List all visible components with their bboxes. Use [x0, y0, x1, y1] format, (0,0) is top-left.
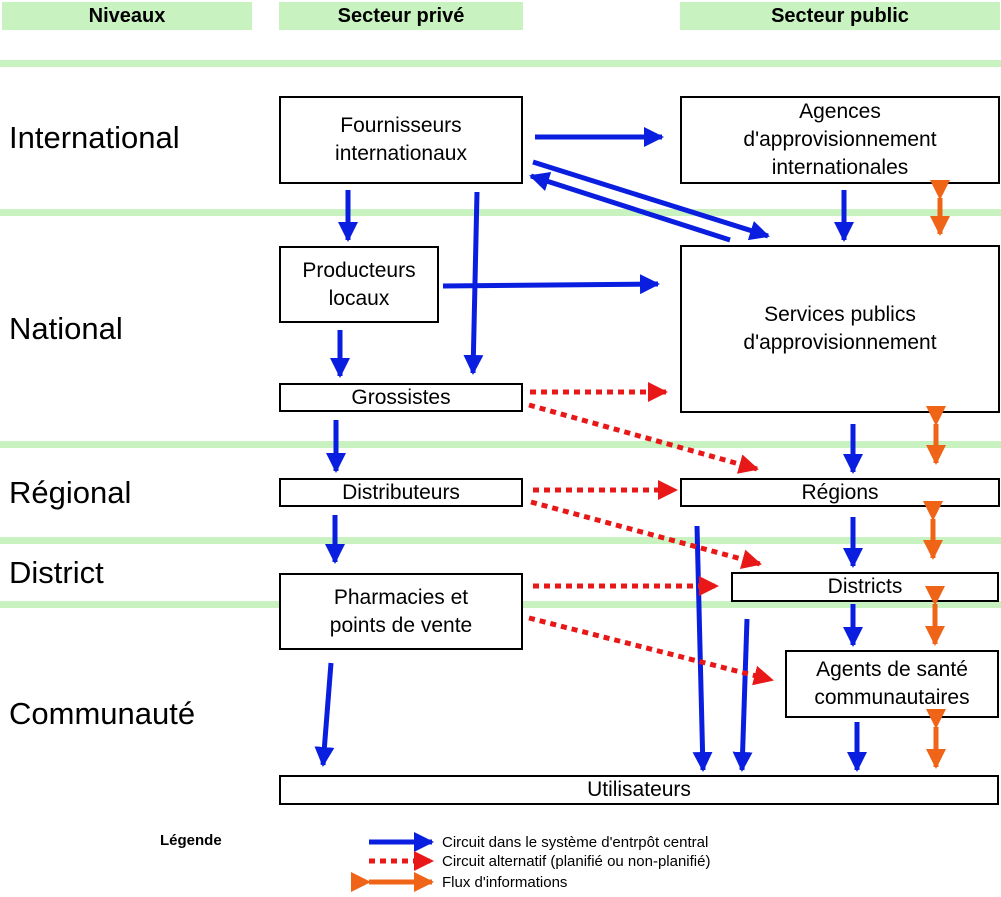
arrow-fournisseurs-to-services [532, 159, 770, 241]
header-public-sector: Secteur public [680, 2, 1000, 30]
arrow-districts-to-utilisateurs [732, 618, 753, 772]
box-pharmacies: Pharmacies et points de vente [279, 573, 523, 650]
box-grossistes: Grossistes [279, 383, 523, 412]
box-regions: Régions [680, 478, 1000, 507]
arrow-grossistes-to-regions [528, 402, 759, 474]
separator-band [0, 60, 1001, 67]
box-districts: Districts [731, 572, 999, 602]
arrow-services-to-fournisseurs [529, 171, 731, 243]
box-distributeurs: Distributeurs [279, 478, 523, 507]
box-agences-approvisionnement: Agences d'approvisionnement internationa… [680, 96, 1000, 184]
level-international: International [9, 120, 180, 155]
legend-item-informations: Flux d'informations [442, 874, 568, 891]
box-fournisseurs-internationaux: Fournisseurs internationaux [279, 96, 523, 184]
arrow-distributeurs-to-districts [530, 499, 762, 569]
header-levels: Niveaux [2, 2, 252, 30]
arrow-fournisseurs-to-grossistes [463, 191, 484, 375]
box-utilisateurs: Utilisateurs [279, 775, 999, 805]
box-services-publics: Services publics d'approvisionnement [680, 245, 1000, 413]
level-national: National [9, 311, 123, 346]
legend-title: Légende [160, 832, 222, 849]
level-district: District [9, 555, 104, 590]
header-private-sector: Secteur privé [279, 2, 523, 30]
legend-item-central: Circuit dans le système d'entrpôt centra… [442, 834, 709, 851]
level-regional: Régional [9, 475, 132, 510]
legend-item-alternatif: Circuit alternatif (planifié ou non-plan… [442, 853, 711, 870]
level-communaute: Communauté [9, 696, 196, 731]
box-producteurs-locaux: Producteurs locaux [279, 246, 439, 323]
arrow-regions-to-utilisateurs [692, 525, 713, 772]
arrow-pharmacies-to-utilisateurs [314, 662, 335, 767]
separator-band [0, 441, 1001, 448]
arrow-pharmacies-to-agents [528, 615, 774, 686]
separator-band [0, 209, 1001, 216]
arrow-producteurs-to-services [442, 274, 660, 295]
box-agents-sante: Agents de santé communautaires [785, 650, 999, 718]
separator-band [0, 537, 1001, 544]
